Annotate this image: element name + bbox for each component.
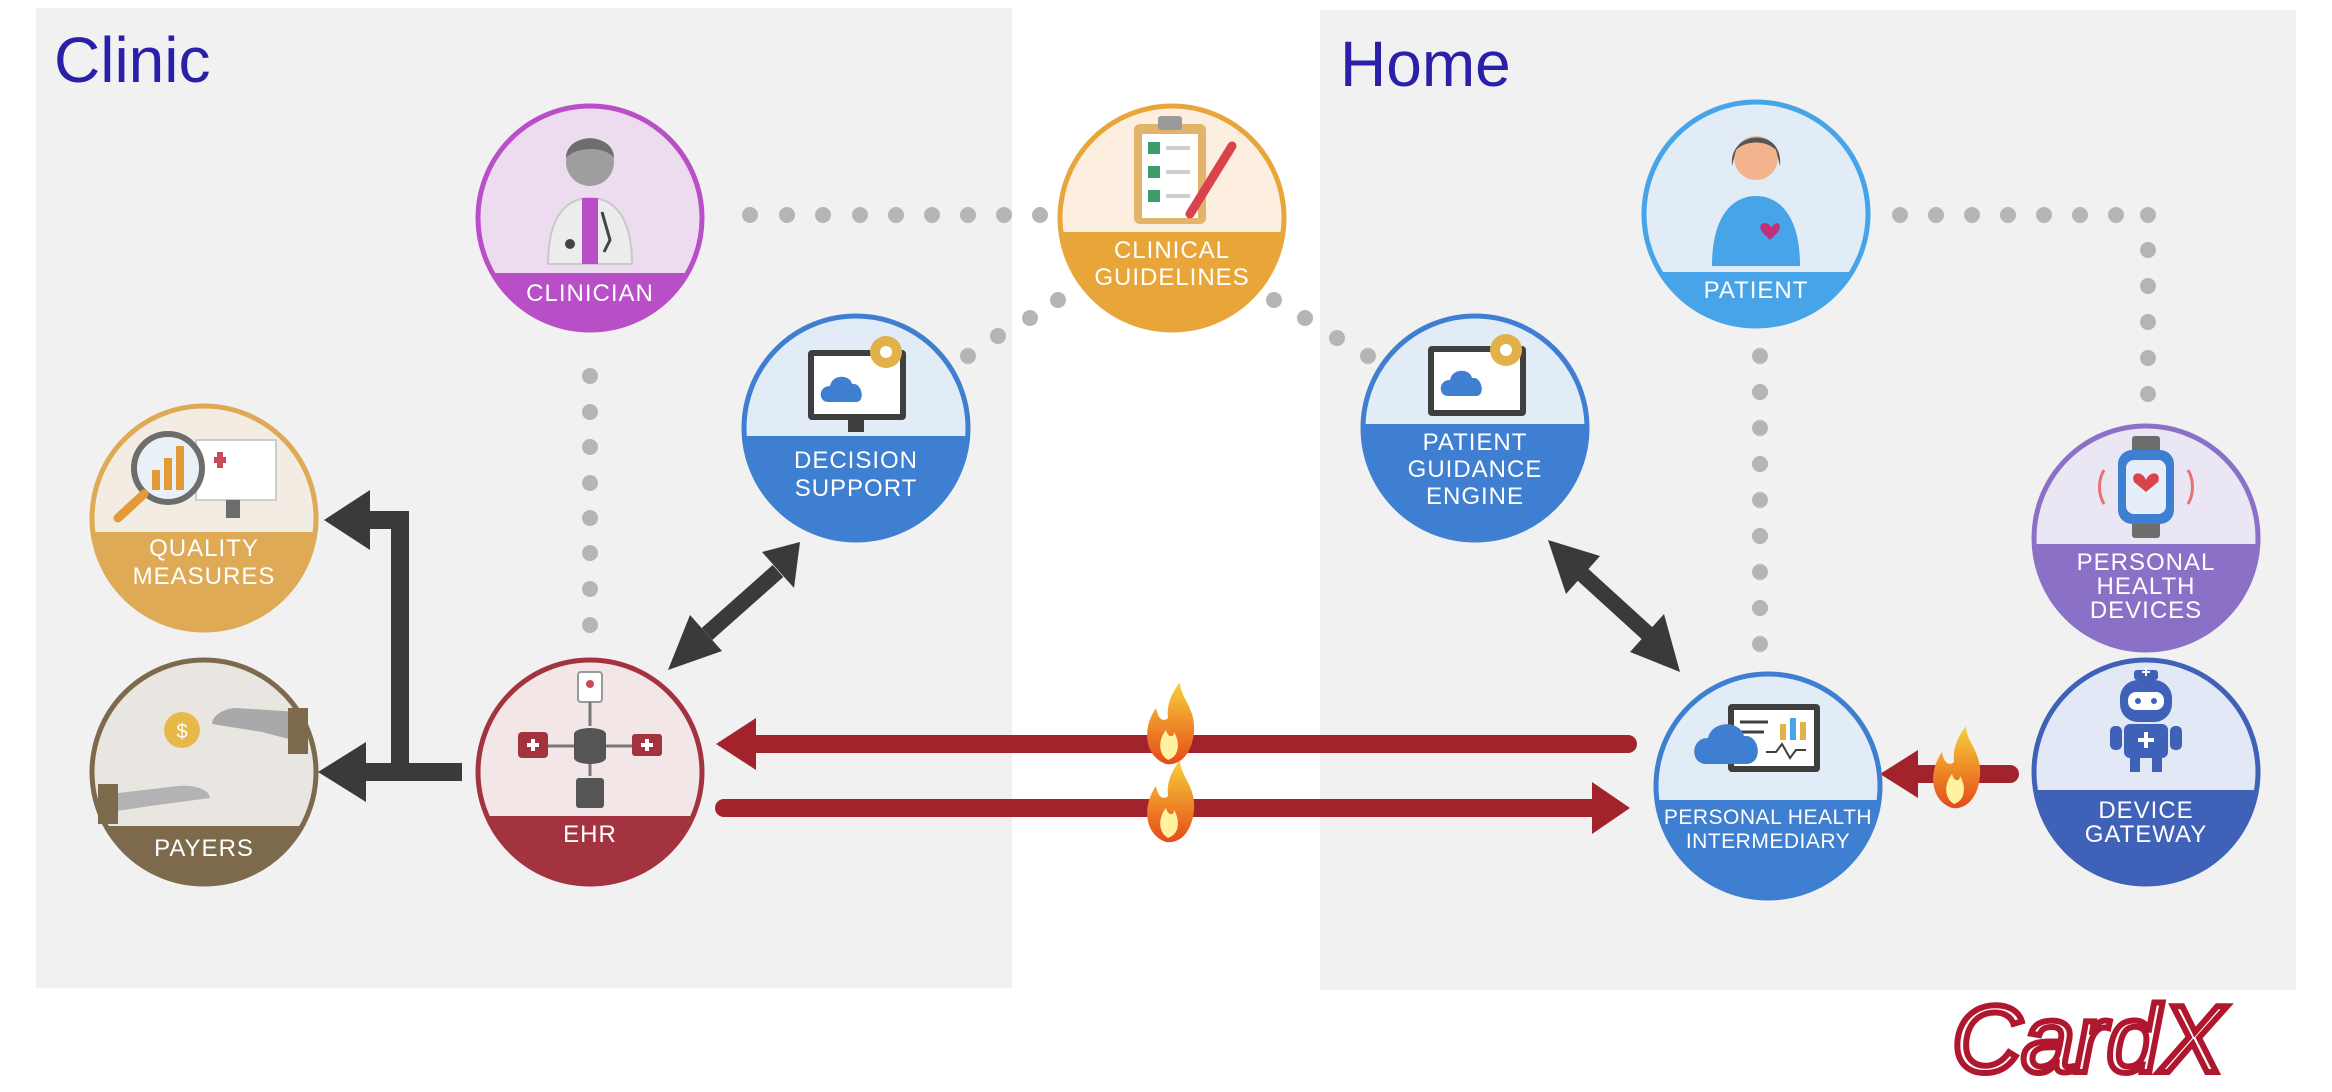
node-label-line2: GUIDELINES	[1094, 264, 1249, 291]
cloud-dashboard-icon	[1694, 704, 1820, 772]
node-label-line2: MEASURES	[133, 563, 276, 590]
node-label-line2: GUIDANCE	[1408, 456, 1543, 483]
node-label-line1: PATIENT	[1423, 429, 1528, 456]
node-label-line1: QUALITY	[149, 535, 259, 562]
dotted-connectors	[582, 207, 2156, 652]
smartwatch-icon	[2098, 436, 2194, 538]
node-label-line2: SUPPORT	[795, 475, 918, 502]
clipboard-icon	[1134, 116, 1237, 224]
node-label: PAYERS	[154, 835, 254, 862]
node-label: EHR	[563, 821, 617, 848]
cardx-logo: CardX	[1952, 986, 2228, 1092]
robot-icon	[2110, 668, 2182, 772]
cloud-monitor-icon	[1428, 334, 1526, 416]
node-clinical-guidelines: CLINICAL GUIDELINES	[1057, 103, 1287, 333]
node-label-line2: HEALTH	[2097, 573, 2196, 600]
node-label: PATIENT	[1704, 277, 1809, 304]
node-label-line2: INTERMEDIARY	[1686, 830, 1850, 853]
node-label-line2: GATEWAY	[2085, 821, 2208, 848]
ehr-outbound-arrow	[318, 490, 462, 802]
node-label-line1: CLINICAL	[1114, 237, 1230, 264]
node-label-line3: DEVICES	[2090, 597, 2202, 624]
clinic-title: Clinic	[54, 24, 210, 96]
node-label: CLINICIAN	[526, 280, 654, 307]
database-network-icon	[518, 671, 662, 808]
decision-ehr-arrow	[668, 542, 800, 670]
payment-hands-icon: $	[98, 708, 308, 824]
svg-text:$: $	[176, 721, 187, 743]
node-clinician: CLINICIAN	[475, 103, 705, 333]
flame-icon	[1933, 726, 1981, 809]
pge-phi-arrow	[1548, 540, 1680, 672]
cloud-monitor-icon	[808, 336, 906, 432]
node-label-line1: DEVICE	[2098, 797, 2193, 824]
doctor-icon	[546, 138, 634, 265]
node-label-line1: PERSONAL	[2077, 549, 2216, 576]
analytics-icon	[113, 431, 277, 523]
node-label-line3: ENGINE	[1426, 483, 1524, 510]
node-ehr: EHR	[475, 657, 705, 887]
node-label-line1: PERSONAL HEALTH	[1664, 806, 1872, 829]
flame-icon	[1147, 760, 1195, 843]
node-quality-measures: QUALITY MEASURES	[89, 403, 319, 633]
node-label-line1: DECISION	[794, 447, 918, 474]
flame-icon	[1147, 682, 1195, 765]
home-title: Home	[1340, 28, 1511, 100]
patient-icon	[1712, 136, 1800, 266]
node-payers: $ PAYERS	[89, 657, 319, 887]
node-personal-health-devices: PERSONAL HEALTH DEVICES	[2031, 423, 2261, 653]
